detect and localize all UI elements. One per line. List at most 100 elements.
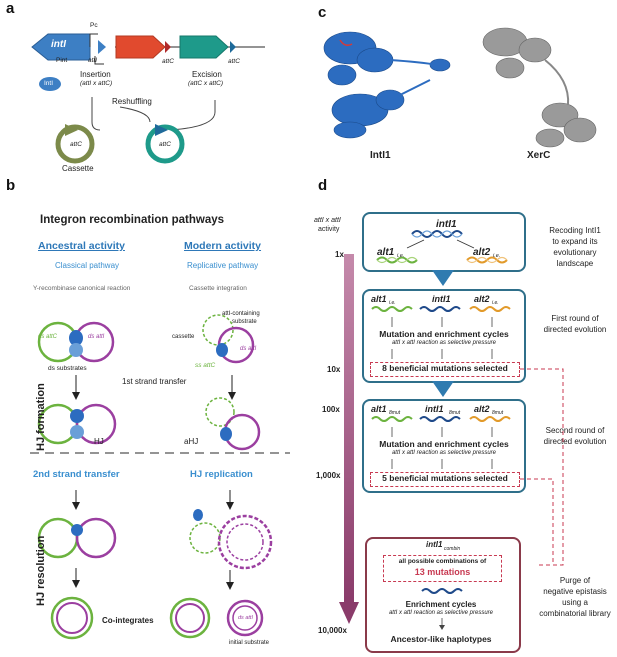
box4-result: Ancestor-like haplotypes [390,634,492,644]
teal-gene [179,35,229,59]
Pint-label: Pint [56,57,68,64]
first-strand-label: 1st strand transfer [122,377,187,386]
note3-line1: Second round of [545,426,605,435]
cassette-circle-olive [55,124,95,164]
insertion-rxn: (attI x attC) [80,80,113,87]
note4-line2: negative epistasis [543,587,607,596]
activity-gradient-arrow [339,254,359,624]
box3-pressure: attI x attI reaction as selective pressu… [391,450,497,456]
box2-selected: 8 beneficial mutations selected [382,363,508,373]
panel-a-diagram [31,33,265,164]
activity-label-1: attI x attI [314,217,341,224]
box1-right-sub: i.e. [493,253,501,259]
note4-line1: Purge of [559,576,591,585]
cassette-b-label: cassette [172,334,195,340]
Pc-label: Pc [90,22,98,29]
attC-label-2: attC [228,58,240,65]
ss-attC-label: ss attC [195,362,216,369]
excision-rxn: (attC x attC) [188,80,224,87]
excision-label: Excision [192,70,222,79]
note3-line2: directed evolution [543,437,607,446]
attC-label-1: attC [162,58,174,65]
box2-selected-frame [370,362,520,377]
box1-right: alt2 [473,247,491,258]
note3: Second round of directed evolution [530,425,617,447]
modern-sub2: Cassette integration [189,285,247,292]
down-arrow-1 [432,270,454,286]
box-first-round [362,289,526,383]
box4-possible: all possible combinations of [398,558,487,565]
note2-line1: First round of [551,314,599,323]
box4-top-sub: combin [444,546,461,552]
box3-selected-frame [370,472,520,487]
box4-pressure: attI x attI reaction as selective pressu… [388,610,494,616]
hj-formation-label: HJ formation [35,383,47,451]
box4-combo-frame [383,555,502,582]
cassette-label: Cassette [62,164,94,173]
attI-containing-label: attI-containing [222,311,260,317]
HJ-label: HJ [94,437,104,446]
intI1-structure [323,31,451,139]
box3-cycles: Mutation and enrichment cycles [379,439,509,449]
xerC-structure [482,27,597,148]
intI1-structure-label: IntI1 [370,150,391,161]
box4-enrich: Enrichment cycles [405,600,477,609]
box2-left: alt1 [371,294,387,304]
protein-structures [323,27,597,148]
scale-1000x: 1,000x [316,471,341,480]
cassette-attC-1: attC [70,141,82,148]
box3-right-sub: 8mut [492,410,504,416]
scale-10000x: 10,000x [318,626,347,635]
down-arrow-2 [432,381,454,397]
scale-1x: 1x [335,250,344,259]
panel-a-letter: a [6,0,15,17]
modern-title: Modern activity [184,240,262,252]
second-strand-label: 2nd strand transfer [33,469,120,480]
box-combinatorial [365,537,521,653]
box3-left-sub: 8mut [389,410,401,416]
panel-d-letter: d [318,177,328,194]
insertion-label: Insertion [80,70,111,79]
note4-line3: using a [562,598,588,607]
box1-top: intI1 [436,219,457,230]
scale-100x: 100x [322,405,340,414]
cassette-circle-teal [145,124,185,164]
box3-selected: 5 beneficial mutations selected [382,473,508,483]
note2-line2: directed evolution [543,325,607,334]
box3-left: alt1 [371,404,387,414]
panel-b-letter: b [6,177,16,194]
note4-line4: combinatorial library [539,609,611,618]
hj-resolution-label: HJ resolution [35,535,47,606]
box-second-round [362,399,526,493]
xerC-structure-label: XerC [527,150,551,161]
red-gene [115,35,166,59]
box3-mid-sub: 8mut [449,410,461,416]
box1-left: alt1 [377,247,395,258]
ds-attI-2-label: ds attI [240,346,257,352]
box2-right: alt2 [474,294,490,304]
note1-line4: landscape [556,259,594,268]
note1: Recoding IntI1 to expand its evolutionar… [530,225,617,269]
attI-label: attI [88,57,98,64]
modern-sub: Replicative pathway [187,261,259,270]
ancestral-title: Ancestral activity [38,240,125,252]
ds-substrates-label: ds substrates [48,365,87,372]
ds-attI-label: ds attI [88,334,105,340]
note4: Purge of negative epistasis using a comb… [530,575,617,619]
initial-substrate-label: initial substrate [229,640,270,646]
panel-b-title: Integron recombination pathways [40,214,225,226]
red-dashed-connectors [520,368,564,566]
note1-line3: evolutionary [553,248,597,257]
box1-left-sub: i.e. [397,253,405,259]
IntI-protein-label: IntI [44,80,54,87]
box4-top: intI1 [426,540,443,549]
panel-b-diagram [30,314,290,640]
co-integrates-label: Co-integrates [102,616,154,625]
panel-c-letter: c [318,4,327,21]
box2-mid: intI1 [432,294,451,304]
note1-line2: to expand its [552,237,598,246]
initial-attI-label: ds attI [238,615,253,621]
substrate-label: substrate [232,319,257,325]
aHJ-label: aHJ [184,437,199,446]
ds-attC-label: ds attC [38,334,58,340]
